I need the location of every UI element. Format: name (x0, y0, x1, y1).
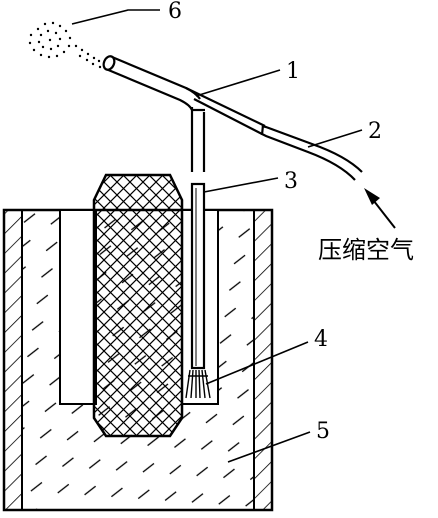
label-compressed-air: 压缩空气 (318, 236, 414, 264)
leader-5 (227, 431, 311, 463)
spray-cloud (28, 21, 102, 69)
tube-lower (190, 182, 206, 370)
workpiece (92, 173, 184, 438)
label-5: 5 (316, 419, 330, 444)
label-1: 1 (286, 59, 300, 84)
container-left-wall (3, 209, 23, 511)
nozzle-tip (102, 55, 116, 71)
air-inlet-arrow (364, 188, 396, 229)
air-hose (260, 124, 363, 181)
leader-6 (71, 9, 160, 25)
leader-lines (71, 9, 363, 463)
label-4: 4 (314, 327, 328, 352)
leader-1 (195, 69, 281, 97)
left-pocket (59, 209, 97, 405)
nozzle-handle (102, 55, 266, 135)
label-6: 6 (168, 0, 182, 24)
leader-4 (205, 341, 309, 385)
label-2: 2 (368, 119, 382, 144)
label-3: 3 (284, 169, 298, 194)
leader-3 (203, 177, 279, 193)
suction-tube (190, 107, 206, 370)
leader-2 (307, 129, 363, 148)
